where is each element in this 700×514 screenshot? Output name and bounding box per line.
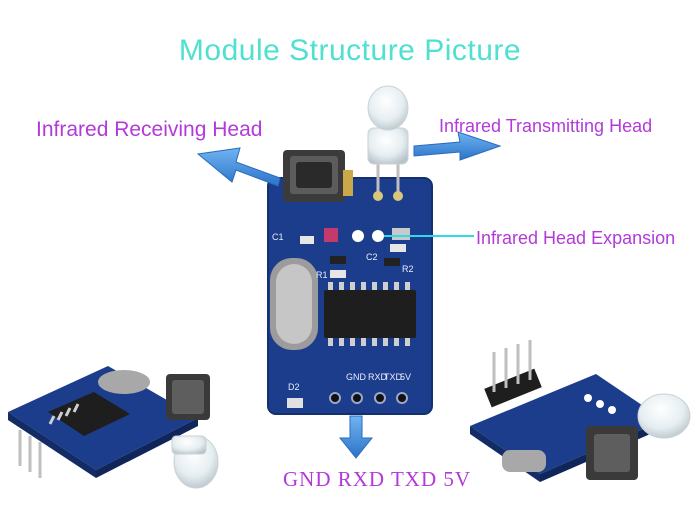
receiving-head-arrow [196, 147, 281, 187]
main-pcb: C1 R1 C2 R2 D2 GND RXD TXD 5V [267, 85, 433, 415]
side-view-module-right [470, 340, 691, 482]
silk-d2: D2 [288, 382, 300, 392]
head-expansion-label: Infrared Head Expansion [476, 228, 676, 248]
silk-gnd: GND [346, 372, 367, 382]
pins-arrow [338, 415, 374, 459]
transmitting-head-label: Infrared Transmitting Head [439, 116, 653, 136]
diagram-title: Module Structure Picture [178, 34, 522, 67]
silk-rxd: RXD [368, 372, 388, 382]
expansion-pad-1 [352, 230, 364, 242]
ic-chip [324, 282, 416, 346]
silk-txd: TXD [384, 372, 403, 382]
silk-5v: 5V [400, 372, 411, 382]
side-view-module-left [8, 366, 219, 489]
silk-c1: C1 [272, 232, 284, 242]
crystal-component [270, 258, 318, 350]
pin-labels: GND RXD TXD 5V [283, 467, 472, 491]
silk-r2: R2 [402, 264, 414, 274]
receiving-head-label: Infrared Receiving Head [36, 118, 263, 141]
transmitting-head-arrow [413, 131, 502, 161]
ir-receiver-component [283, 150, 353, 202]
status-led-pad [324, 228, 338, 242]
silk-c2: C2 [366, 252, 378, 262]
expansion-pad-2 [372, 230, 384, 242]
ir-led-component [367, 85, 409, 201]
silk-r1: R1 [316, 270, 328, 280]
